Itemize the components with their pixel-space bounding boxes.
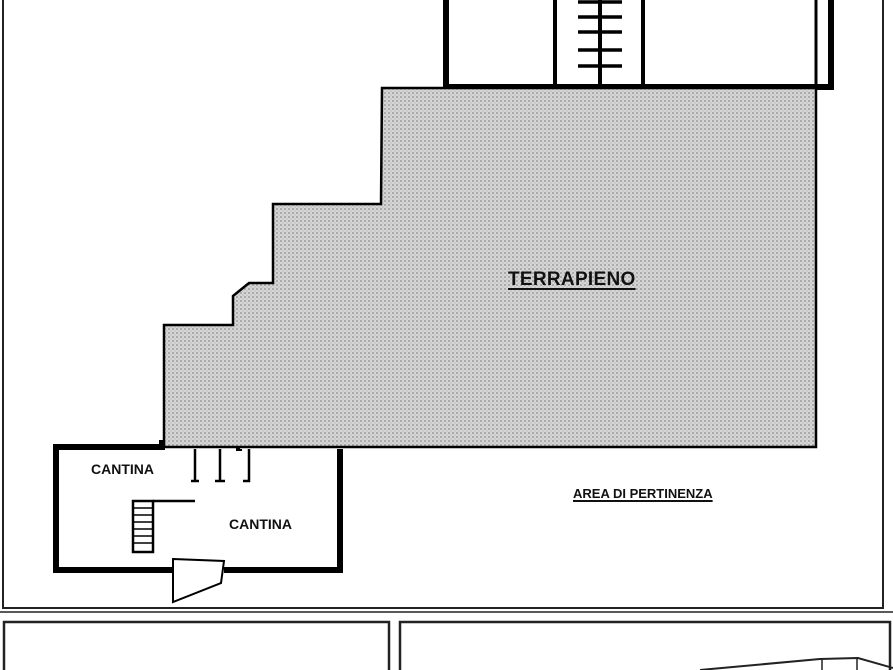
upper-building-walls [443,0,834,90]
door-openings [191,449,251,483]
terrapieno-label: TERRAPIENO [508,269,636,290]
entrance-door [172,557,226,604]
cantina-walls [53,440,343,573]
upper-staircase [578,0,622,85]
area-pertinenza-label: AREA DI PERTINENZA [573,486,713,501]
lower-panels [2,620,893,670]
cantina-staircase [131,499,195,554]
terrapieno-area [162,86,818,449]
cantina-right-label: CANTINA [229,516,292,532]
cantina-left-label: CANTINA [91,461,154,477]
page-frame-top [0,0,893,613]
